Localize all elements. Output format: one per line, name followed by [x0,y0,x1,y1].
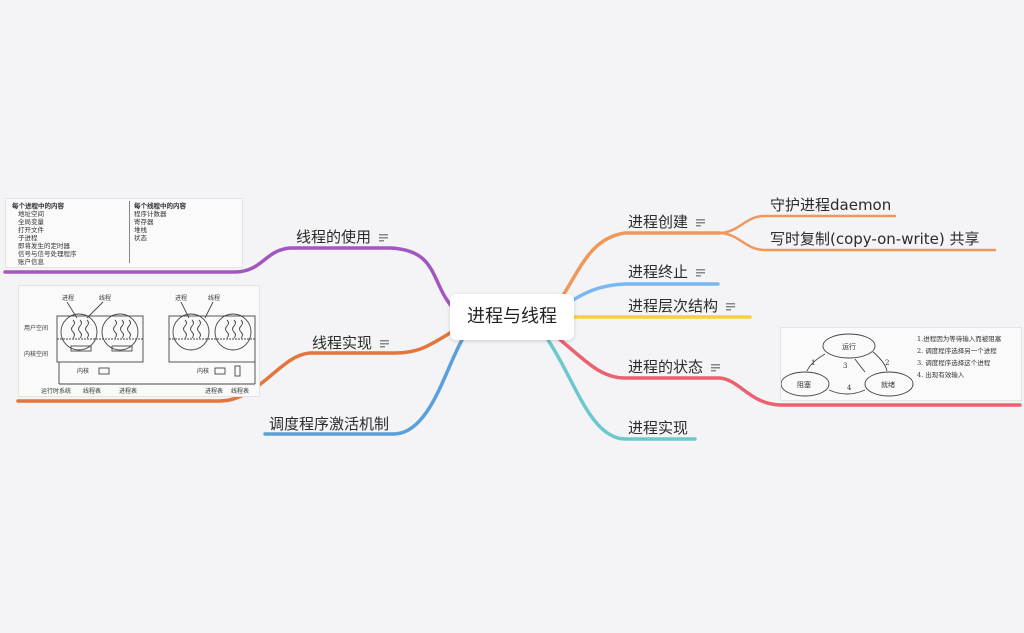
note-icon[interactable] [696,268,706,277]
table-item: 信号与信号处理程序 [18,250,77,258]
thread-impl-image[interactable]: 进程 线程 进程 线程 用户空间 内核空间 内核 内核 运行时系统 线程表 进程… [18,285,260,397]
column-title: 每个线程中的内容 [134,202,186,210]
table-item: 全局变量 [18,218,44,226]
transition-1: 1 [811,359,815,367]
state-diagram: 运行 阻塞 就绪 1 2 3 4 1.进程因为等待输入而被阻塞 2. 调度程序选… [781,333,1002,397]
topic-process-create[interactable]: 进程创建 [628,212,706,232]
label-runtime: 运行时系统 [41,387,71,395]
thread-table-image[interactable]: 每个进程中的内容 地址空间 全局变量 打开文件 子进程 即将发生的定时器 信号与… [5,198,243,268]
label-kernel-space: 内核空间 [24,350,48,358]
state-ready: 就绪 [881,380,895,389]
transition-3: 3 [843,362,847,370]
state-running: 运行 [842,342,856,351]
table-divider [129,201,130,263]
branch-impl-line [546,338,697,441]
table-item: 子进程 [18,234,38,242]
topic-scheduler-activation[interactable]: 调度程序激活机制 [269,415,390,433]
label-thread: 线程 [208,294,220,302]
process-state-image[interactable]: 运行 阻塞 就绪 1 2 3 4 1.进程因为等待输入而被阻塞 2. 调度程序选… [780,327,1022,401]
branch-scheduler-line [263,338,464,436]
root-topic[interactable]: 进程与线程 [450,294,574,340]
label-process-table: 进程表 [205,387,223,395]
label-process: 进程 [175,294,187,302]
column-title: 每个进程中的内容 [12,202,64,210]
label-thread: 线程 [99,294,111,302]
state-note: 4. 出现有效输入 [917,370,965,379]
topic-label: 线程的使用 [296,228,372,246]
branch-state-line [556,336,1022,407]
process-items-column: 每个进程中的内容 地址空间 全局变量 打开文件 子进程 即将发生的定时器 信号与… [12,202,124,266]
transition-2: 2 [885,359,889,367]
thread-impl-diagram: 进程 线程 进程 线程 用户空间 内核空间 内核 内核 运行时系统 线程表 进程… [24,294,256,395]
note-icon[interactable] [379,233,389,242]
note-icon[interactable] [726,302,736,311]
topic-daemon[interactable]: 守护进程daemon [770,196,892,214]
label-process-table: 进程表 [119,387,137,395]
label-kernel: 内核 [197,367,209,375]
topic-thread-impl[interactable]: 线程实现 [312,333,390,353]
topic-label: 进程的状态 [628,358,704,376]
table-item: 地址空间 [18,210,44,218]
note-icon[interactable] [696,218,706,227]
topic-process-impl[interactable]: 进程实现 [628,419,689,437]
topic-label: 进程终止 [628,263,689,281]
thread-items-column: 每个线程中的内容 程序计数器 寄存器 堆栈 状态 [134,202,238,242]
note-icon[interactable] [380,339,390,348]
table-item: 状态 [134,234,147,242]
table-item: 堆栈 [134,226,147,234]
table-item: 即将发生的定时器 [18,242,70,250]
label-thread-table: 线程表 [231,387,249,395]
note-icon[interactable] [711,363,721,372]
transition-4: 4 [847,384,852,392]
state-note: 1.进程因为等待输入而被阻塞 [917,334,1002,343]
topic-process-terminate[interactable]: 进程终止 [628,262,706,282]
table-item: 寄存器 [134,218,154,226]
topic-process-hierarchy[interactable]: 进程层次结构 [628,296,736,316]
topic-copy-on-write[interactable]: 写时复制(copy-on-write) 共享 [770,230,980,248]
state-blocked: 阻塞 [797,380,811,389]
branch-thread-use-line [3,246,457,312]
branch-create-line [558,231,722,302]
branch-daemon-line [718,214,897,235]
topic-label: 线程实现 [312,334,373,352]
topic-label: 进程层次结构 [628,297,719,315]
topic-process-state[interactable]: 进程的状态 [628,357,721,377]
table-item: 程序计数器 [134,210,167,218]
label-user-space: 用户空间 [24,324,48,332]
topic-thread-use[interactable]: 线程的使用 [296,227,389,247]
branch-cow-line [718,231,997,252]
topic-label: 进程创建 [628,213,689,231]
table-item: 打开文件 [18,226,44,234]
label-kernel: 内核 [77,367,89,375]
label-process: 进程 [62,294,74,302]
table-item: 账户信息 [18,258,44,266]
state-note: 3. 调度程序选择这个进程 [917,358,991,367]
label-thread-table: 线程表 [83,387,101,395]
state-note: 2. 调度程序选择另一个进程 [917,346,997,355]
